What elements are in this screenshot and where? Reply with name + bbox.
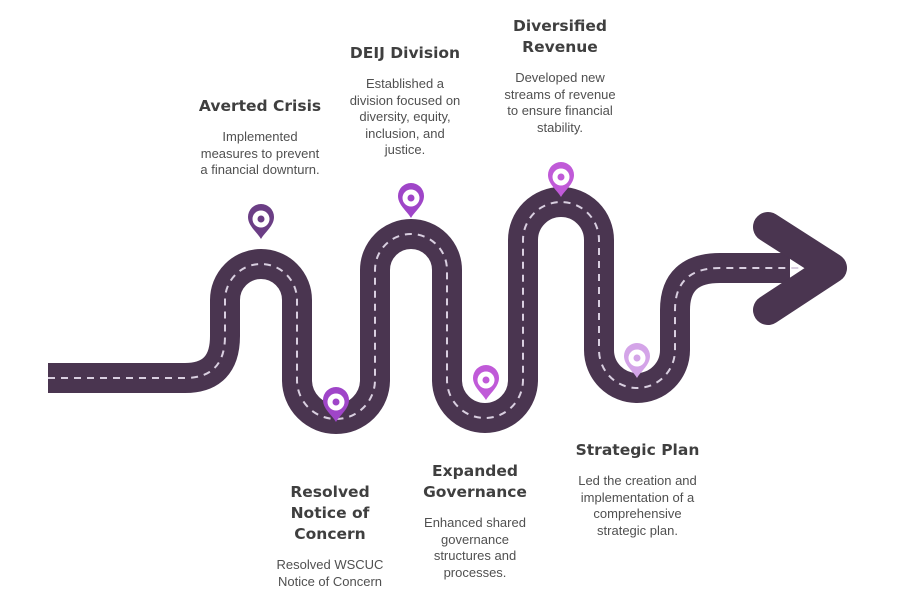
milestone-title: Strategic Plan	[575, 441, 700, 459]
milestone-strategic-plan: Strategic Plan Led the creation and impl…	[555, 440, 720, 539]
milestone-title: Expanded Governance	[423, 462, 527, 501]
location-pin-icon	[323, 387, 349, 422]
arrow-head-icon	[753, 212, 847, 325]
milestone-title: Diversified Revenue	[512, 17, 608, 56]
milestone-expanded-governance: Expanded Governance Enhanced shared gove…	[400, 461, 550, 581]
location-pin-icon	[473, 365, 499, 400]
milestone-diversified-revenue: Diversified Revenue Developed new stream…	[490, 16, 630, 136]
location-pin-icon	[548, 162, 574, 197]
milestone-title: DEIJ Division	[349, 44, 461, 62]
milestone-description: Enhanced shared governance structures an…	[424, 515, 526, 580]
location-pin-icon	[248, 204, 274, 239]
milestone-title: Resolved Notice of Concern	[290, 483, 370, 543]
milestone-averted-crisis: Averted Crisis Implemented measures to p…	[180, 96, 340, 179]
road-center-dashes	[48, 201, 800, 420]
milestone-description: Developed new streams of revenue to ensu…	[504, 70, 616, 135]
milestone-description: Established a division focused on divers…	[349, 76, 461, 157]
location-pin-icon	[624, 343, 650, 378]
location-pin-icon	[398, 183, 424, 218]
milestone-description: Resolved WSCUC Notice of Concern	[276, 557, 384, 589]
milestone-resolved-notice: Resolved Notice of Concern Resolved WSCU…	[255, 482, 405, 590]
milestone-description: Led the creation and implementation of a…	[578, 473, 697, 538]
milestone-description: Implemented measures to prevent a financ…	[200, 129, 320, 177]
milestone-title: Averted Crisis	[198, 97, 322, 115]
milestone-deij-division: DEIJ Division Established a division foc…	[330, 43, 480, 159]
